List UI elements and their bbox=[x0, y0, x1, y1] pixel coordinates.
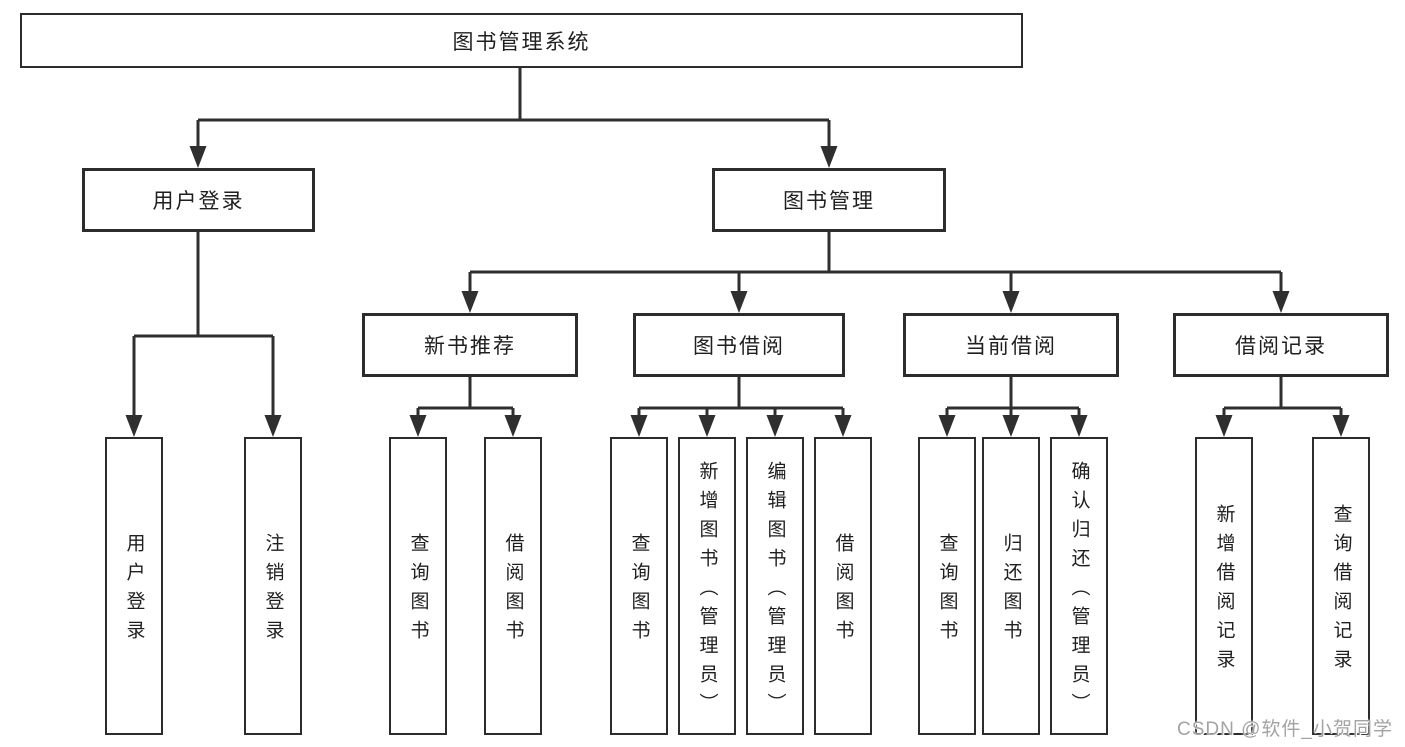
leaf-label: 查询图书 bbox=[407, 533, 429, 649]
leaf-label: 编辑图书（管理员） bbox=[764, 460, 786, 722]
leaf-label: 注销登录 bbox=[262, 533, 284, 649]
leaf-current-confirm-return-admin: 确认归还（管理员） bbox=[1050, 437, 1108, 735]
leaf-user-login: 用户登录 bbox=[105, 437, 163, 735]
node-borrow-records: 借阅记录 bbox=[1173, 313, 1389, 377]
node-label: 图书借阅 bbox=[693, 335, 785, 358]
leaf-newbook-query-books: 查询图书 bbox=[389, 437, 447, 735]
csdn-watermark: CSDN @软件_小贺同学 bbox=[1177, 719, 1393, 740]
node-root: 图书管理系统 bbox=[20, 13, 1023, 68]
leaf-logout: 注销登录 bbox=[244, 437, 302, 735]
node-new-book-recommend: 新书推荐 bbox=[362, 313, 578, 377]
leaf-label: 查询借阅记录 bbox=[1330, 504, 1352, 678]
leaf-label: 确认归还（管理员） bbox=[1068, 460, 1090, 722]
node-current-borrow: 当前借阅 bbox=[903, 313, 1119, 377]
node-root-label: 图书管理系统 bbox=[452, 30, 591, 54]
leaf-borrow-query-books: 查询图书 bbox=[610, 437, 668, 735]
node-label: 图书管理 bbox=[783, 190, 875, 213]
leaf-borrow-add-books-admin: 新增图书（管理员） bbox=[678, 437, 736, 735]
node-user-login: 用户登录 bbox=[82, 168, 315, 232]
node-label: 用户登录 bbox=[152, 190, 245, 213]
leaf-label: 查询图书 bbox=[628, 533, 650, 649]
leaf-records-add-record: 新增借阅记录 bbox=[1195, 437, 1253, 735]
leaf-label: 新增图书（管理员） bbox=[696, 460, 718, 722]
leaf-newbook-borrow-books: 借阅图书 bbox=[484, 437, 542, 735]
leaf-label: 借阅图书 bbox=[502, 533, 524, 649]
leaf-current-return-books: 归还图书 bbox=[982, 437, 1040, 735]
node-book-management: 图书管理 bbox=[712, 168, 946, 232]
leaf-label: 查询图书 bbox=[936, 533, 958, 649]
leaf-label: 用户登录 bbox=[123, 533, 145, 649]
leaf-borrow-borrow-books: 借阅图书 bbox=[814, 437, 872, 735]
node-label: 新书推荐 bbox=[424, 335, 516, 358]
leaf-borrow-edit-books-admin: 编辑图书（管理员） bbox=[746, 437, 804, 735]
leaf-label: 归还图书 bbox=[1000, 533, 1022, 649]
leaf-records-query-record: 查询借阅记录 bbox=[1312, 437, 1370, 735]
node-book-borrow: 图书借阅 bbox=[633, 313, 845, 377]
leaf-label: 借阅图书 bbox=[832, 533, 854, 649]
leaf-current-query-books: 查询图书 bbox=[918, 437, 976, 735]
node-label: 当前借阅 bbox=[965, 335, 1057, 358]
node-label: 借阅记录 bbox=[1235, 335, 1327, 358]
leaf-label: 新增借阅记录 bbox=[1213, 504, 1235, 678]
